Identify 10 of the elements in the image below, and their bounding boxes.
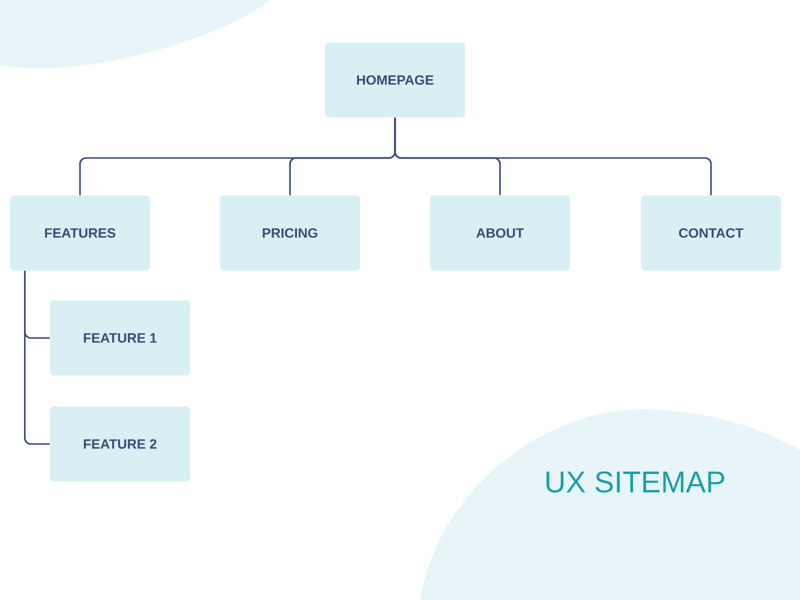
page-box: PRICING [220, 196, 360, 270]
page-box: CONTACT [641, 196, 781, 270]
title: UX SITEMAP [546, 471, 724, 493]
connector-line [24, 270, 50, 445]
page-box: ABOUT [430, 196, 570, 270]
page-box: FEATURE 1 [50, 300, 190, 376]
page-box: FEATURE 2 [50, 406, 190, 482]
connector-line [394, 118, 712, 196]
page-box: FEATURES [10, 196, 150, 270]
page-box: HOMEPAGE [325, 42, 465, 118]
